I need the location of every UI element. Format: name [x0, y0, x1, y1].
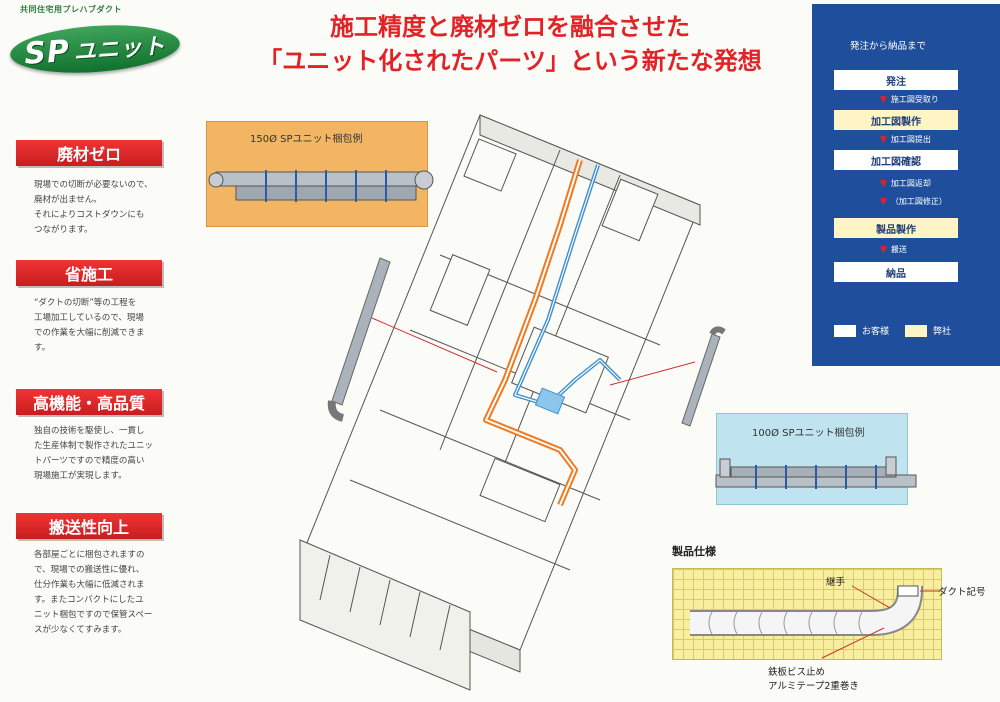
feature-text-labor-saving: “ダクトの切断”等の工程を 工場加工しているので、現場 での作業を大幅に削減でき… [34, 296, 164, 356]
flow-arrow-label: 加工図提出 [890, 135, 931, 144]
duct-part-100-loose [681, 326, 726, 427]
headline-line-2: 「ユニット化されたパーツ」という新たな発想 [258, 47, 762, 75]
flow-arrow-1: ▼ 施工図受取り [880, 94, 939, 105]
feature-title-zero-waste: 廃材ゼロ [16, 140, 162, 166]
flow-arrow-label: （加工図修正） [890, 197, 947, 206]
feature-title-quality: 高機能・高品質 [16, 389, 162, 415]
down-triangle-icon: ▼ [880, 196, 887, 207]
headline-line-1: 施工精度と廃材ゼロを融合させた [330, 13, 690, 41]
spec-label-screw-fixing: 鉄板ビス止め [768, 667, 826, 678]
package-100-duct-bundle [715, 456, 917, 489]
feature-line: トパーツですので精度の高い [34, 456, 145, 466]
spec-label-aluminum-tape: アルミテープ2重巻き [768, 681, 859, 692]
feature-line: “ダクトの切断”等の工程を [34, 298, 137, 308]
wall-block [463, 138, 517, 192]
flow-arrow-3: ▼ 加工図返却 [880, 178, 931, 189]
flow-arrow-4: ▼ （加工図修正） [880, 196, 947, 207]
package-example-100-card [716, 413, 908, 505]
flow-step-order: 発注 [834, 70, 958, 90]
spec-duct-diagram [690, 585, 940, 659]
ventilation-fan [534, 387, 566, 415]
flow-arrow-label: 加工図返却 [890, 179, 931, 188]
feature-line: つながります。 [34, 225, 93, 235]
flow-arrow-label: 搬送 [890, 245, 907, 254]
legend-label-customer: お客様 [862, 327, 890, 337]
wall-block [601, 178, 659, 242]
feature-line: で、現場での搬送性に優れ、 [34, 565, 145, 575]
feature-title-transport: 搬送性向上 [16, 513, 162, 539]
flow-arrow-5: ▼ 搬送 [880, 244, 907, 255]
leader-line [609, 361, 696, 386]
flow-step-manufacturing: 製品製作 [834, 218, 958, 238]
down-triangle-icon: ▼ [880, 94, 887, 105]
feature-line: 現場での切断が必要ないので、 [34, 180, 153, 190]
partition-line [379, 409, 601, 501]
feature-line: 工場加工しているので、現場 [34, 313, 144, 323]
feature-line: 廃材が出ません。 [34, 195, 102, 205]
package-150-duct-bundle [208, 170, 434, 202]
spec-title: 製品仕様 [672, 545, 716, 558]
feature-title-labor-saving: 省施工 [16, 260, 162, 286]
feature-line: スが少なくてすみます。 [34, 625, 127, 635]
kitchen-counter [479, 457, 561, 523]
feature-text-transport: 各部屋ごとに梱包されますの で、現場での搬送性に優れ、 仕分作業も大幅に低減され… [34, 548, 164, 638]
order-flow-panel [812, 4, 1000, 366]
duct-part-150-loose [327, 257, 391, 422]
flow-step-drawing-production: 加工図製作 [834, 110, 958, 130]
spec-label-joint: 継手 [826, 577, 846, 588]
feature-line: 仕分作業も大幅に低減されま [34, 580, 145, 590]
down-triangle-icon: ▼ [880, 244, 887, 255]
feature-line: す。 [34, 343, 51, 353]
down-triangle-icon: ▼ [880, 178, 887, 189]
order-flow-title: 発注から納品まで [850, 41, 927, 52]
feature-line: 現場施工が実現します。 [34, 471, 127, 481]
wall-block [429, 254, 491, 326]
package-example-150-label: 150Ø SPユニット梱包例 [250, 134, 363, 145]
partition-line [499, 174, 621, 476]
legend-swatch-ours [905, 324, 928, 337]
flow-step-delivery: 納品 [834, 262, 958, 282]
partition-line [439, 149, 561, 451]
leader-line [371, 317, 498, 373]
flow-step-drawing-check: 加工図確認 [834, 150, 958, 170]
feature-line: 各部屋ごとに梱包されますの [34, 550, 145, 560]
logo-subtitle: 共同住宅用プレハブダクト [20, 5, 122, 14]
legend-swatch-customer [834, 324, 856, 337]
legend-label-ours: 弊社 [933, 327, 952, 337]
flow-arrow-2: ▼ 加工図提出 [880, 134, 931, 145]
package-example-100-label: 100Ø SPユニット梱包例 [752, 428, 865, 439]
feature-line: ニット梱包ですので保管スペー [34, 610, 153, 620]
duct-code-tag [897, 585, 919, 597]
partition-line [349, 479, 571, 571]
balcony [299, 539, 471, 691]
feature-line: 独自の技術を駆使し、一貫し [34, 426, 145, 436]
feature-line: す。またコンパクトにしたユ [34, 595, 144, 605]
flow-arrow-label: 施工図受取り [890, 95, 939, 104]
feature-line: での作業を大幅に削減できま [34, 328, 145, 338]
page-headline: 施工精度と廃材ゼロを融合させた 「ユニット化されたパーツ」という新たな発想 [220, 10, 800, 78]
feature-line: た生産体制で製作されたユニッ [34, 441, 154, 451]
down-triangle-icon: ▼ [880, 134, 887, 145]
flow-legend: お客様 弊社 [834, 324, 951, 337]
feature-text-zero-waste: 現場での切断が必要ないので、 廃材が出ません。 それによりコストダウンにも つな… [34, 178, 164, 238]
feature-text-quality: 独自の技術を駆使し、一貫し た生産体制で製作されたユニッ トパーツですので精度の… [34, 424, 164, 484]
spec-label-duct-code: ダクト記号 [938, 587, 986, 598]
feature-line: それによりコストダウンにも [34, 210, 145, 220]
